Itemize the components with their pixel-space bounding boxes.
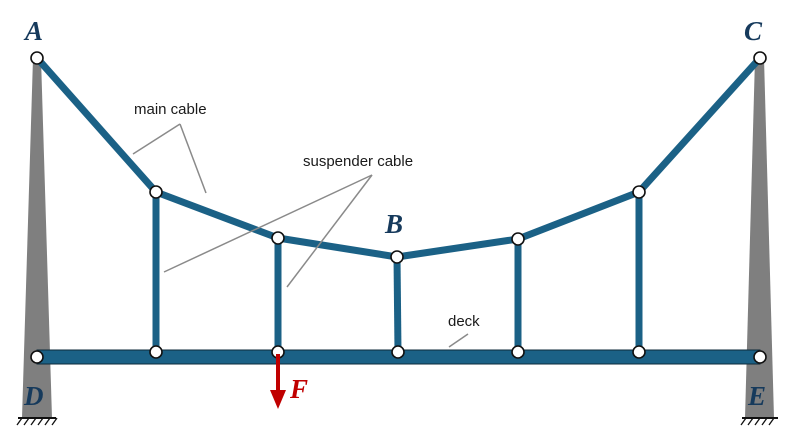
force-arrow-icon: [270, 354, 286, 409]
right-ground-support-icon: [740, 417, 778, 426]
point-label-A: A: [23, 16, 43, 46]
main-cable-label: main cable: [134, 101, 207, 118]
deck-label: deck: [448, 313, 480, 330]
suspender-cables: [152, 192, 643, 353]
point-label-E: E: [747, 381, 766, 411]
hinges: [30, 51, 767, 364]
hinge-cable-1: [149, 185, 163, 199]
left-tower: [22, 58, 52, 418]
hinge-deck-4: [511, 345, 525, 359]
hinge-C: [753, 51, 767, 65]
hinge-A: [30, 51, 44, 65]
right-tower: [745, 58, 774, 418]
left-ground-support-icon: [16, 417, 58, 426]
hinge-D: [30, 350, 44, 364]
hinge-deck-1: [149, 345, 163, 359]
hinge-E: [753, 350, 767, 364]
point-label-D: D: [23, 381, 44, 411]
point-label-C: C: [744, 16, 763, 46]
hinge-deck-5: [632, 345, 646, 359]
leader-lines: [132, 123, 469, 348]
hinge-cable-4: [511, 232, 525, 246]
hinge-cable-2: [271, 231, 285, 245]
suspender-cable-label: suspender cable: [303, 153, 413, 170]
hinge-deck-3: [391, 345, 405, 359]
hinge-B: [390, 250, 404, 264]
suspender-3: [393, 256, 402, 353]
point-label-B: B: [384, 209, 403, 239]
force-label: F: [289, 374, 308, 404]
hinge-cable-5: [632, 185, 646, 199]
